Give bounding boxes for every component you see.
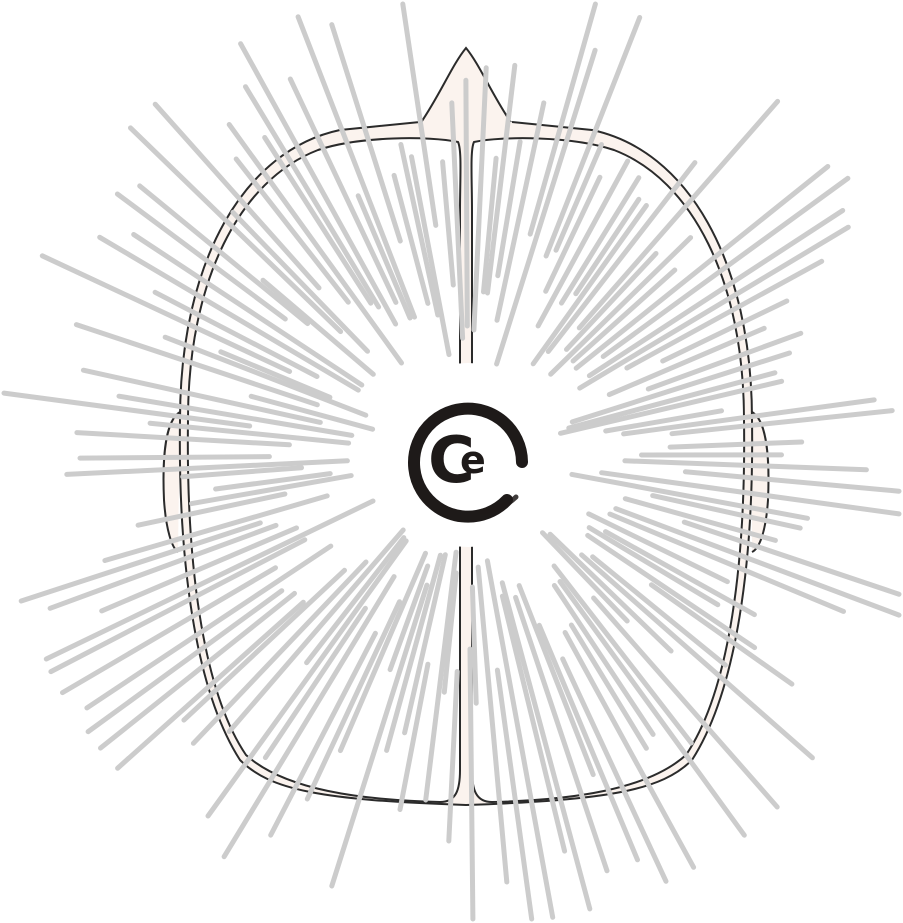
radial-hair-line [80,457,269,459]
right-ear [752,412,768,552]
left-ear [164,412,180,552]
logo-letter-e: e [460,438,486,482]
radial-hair-line [470,649,473,919]
radial-hair-line [466,80,467,326]
